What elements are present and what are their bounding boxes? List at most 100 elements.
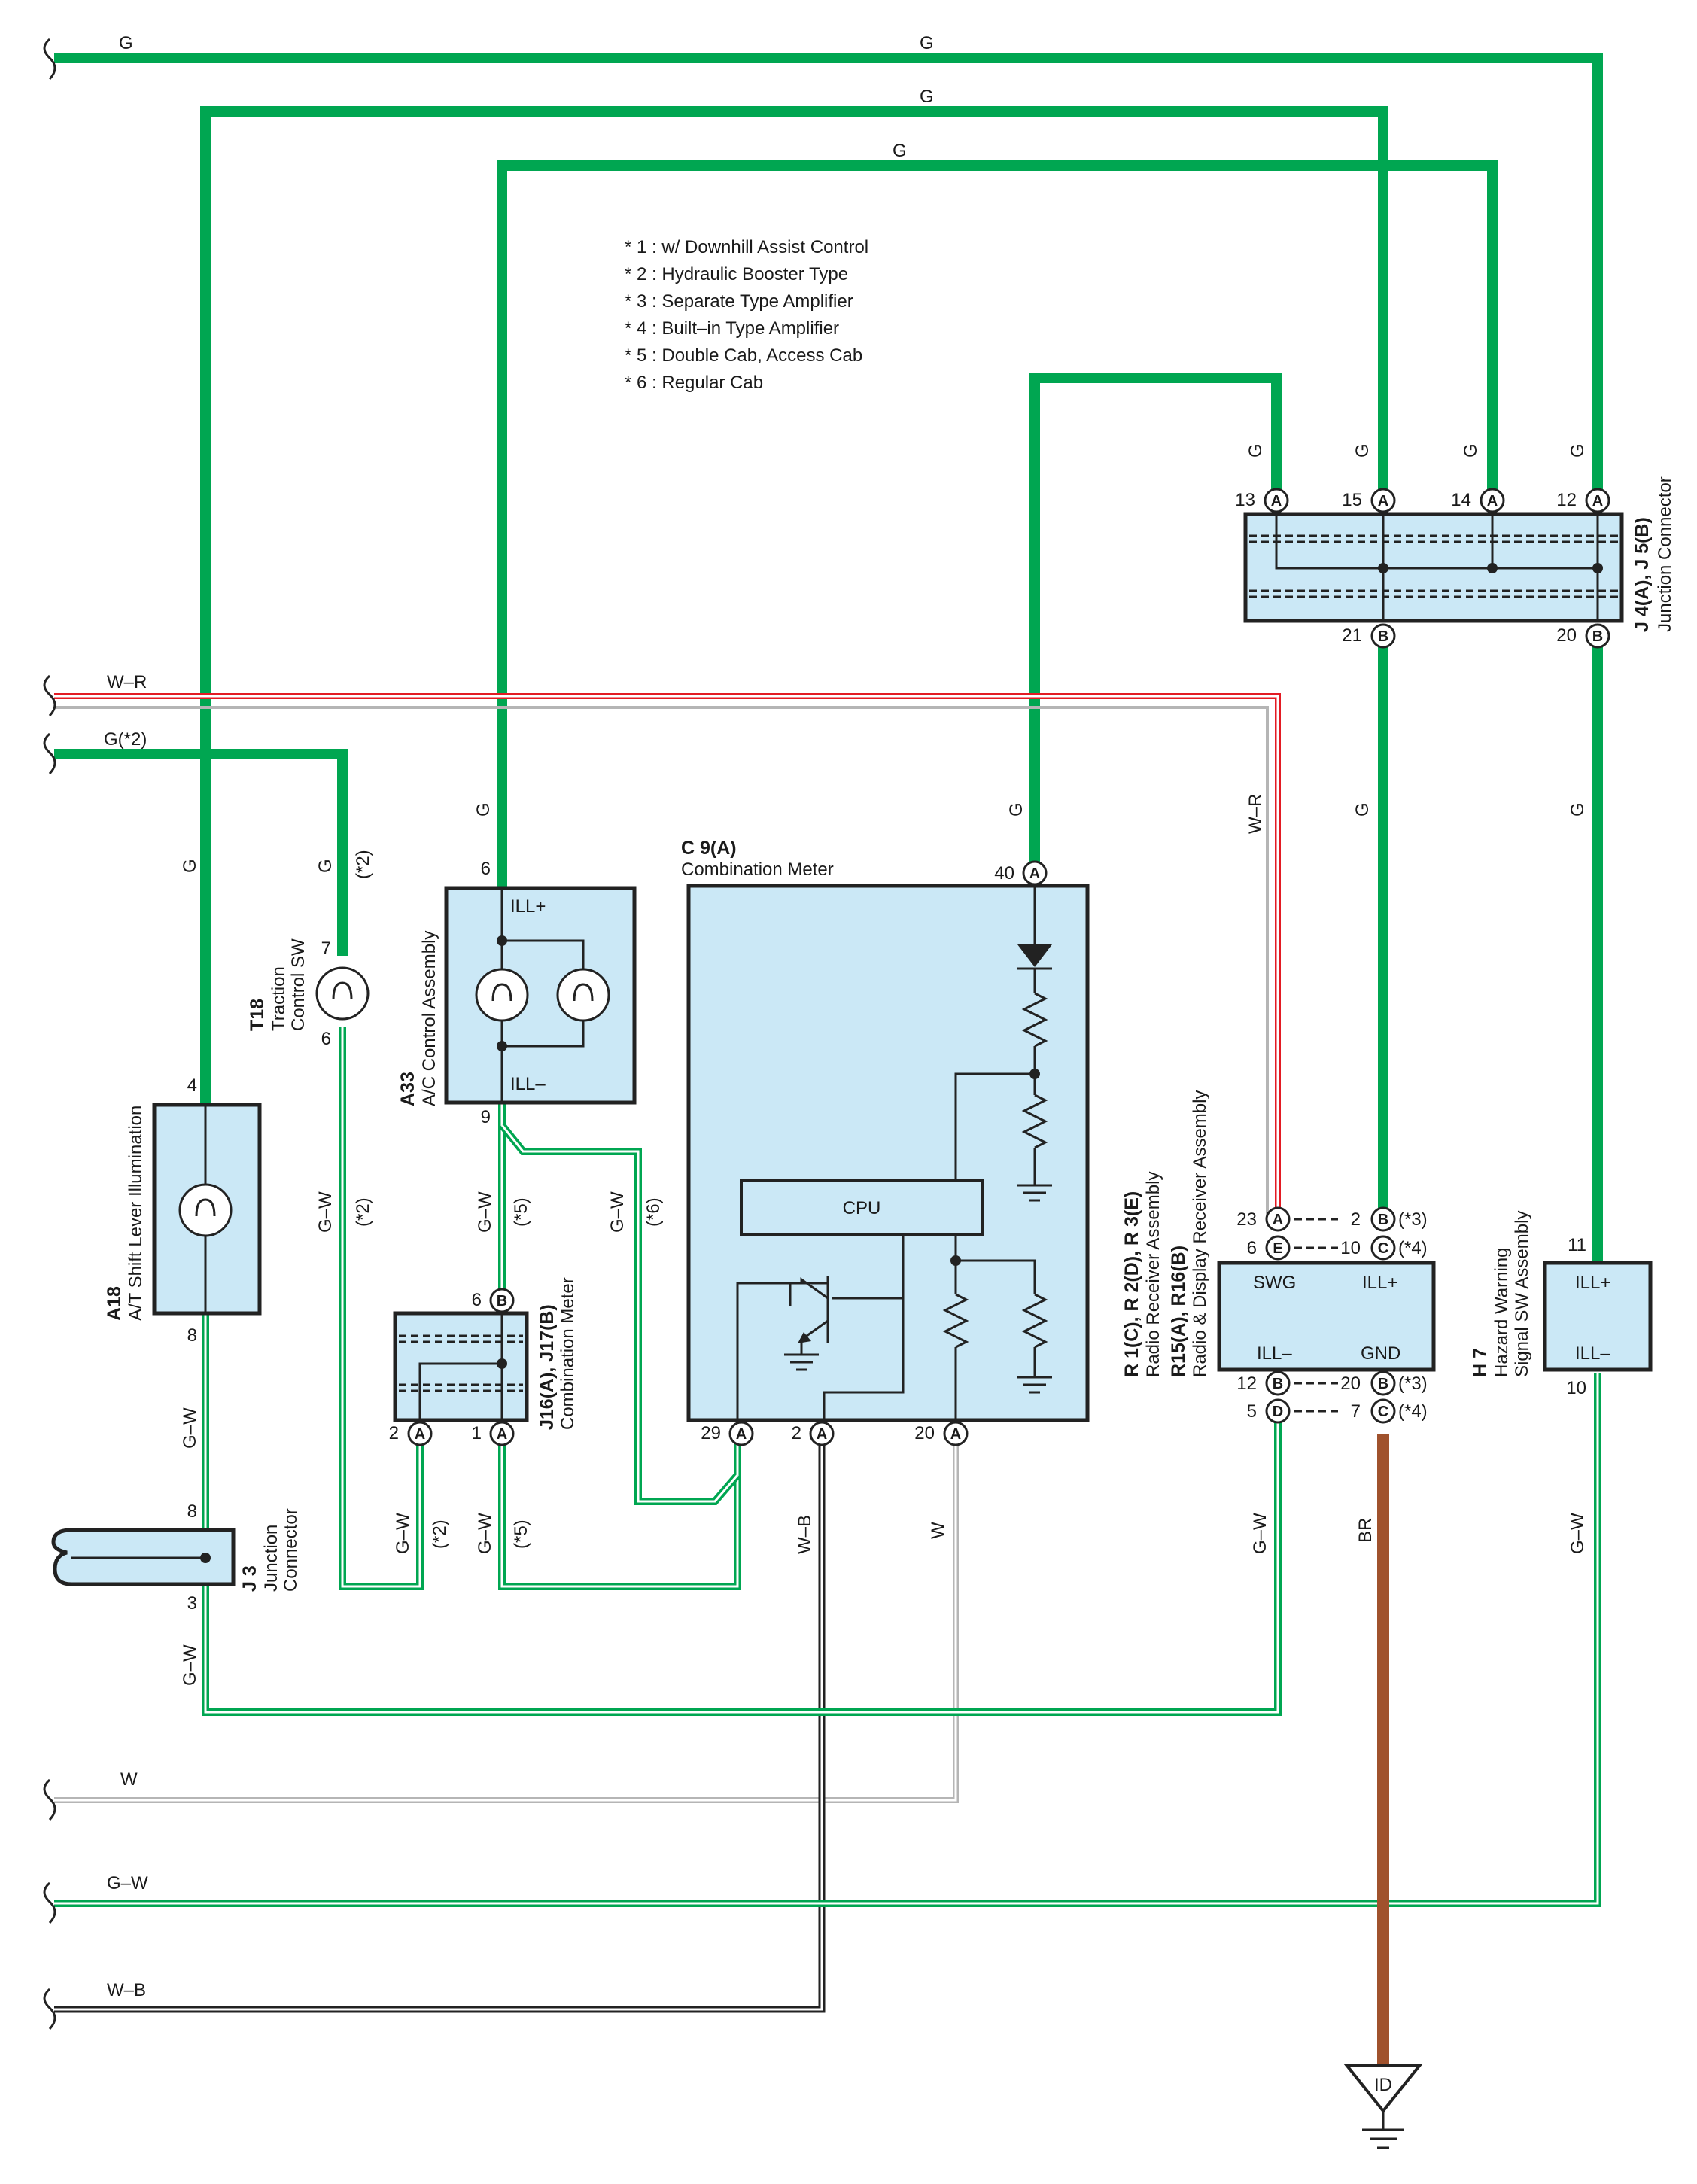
traction-sw-t18: 7 6 T18 Traction Control SW [247,938,370,1049]
wire-label-br: BR [1355,1518,1376,1543]
svg-text:21: 21 [1342,625,1362,646]
shift-lever-bulb [178,1183,233,1237]
wires [54,53,1603,2079]
ac-ill-minus: ILL– [510,1074,546,1094]
wire-label-gw-j16-1: G–W [475,1513,495,1554]
svg-text:D: D [1273,1404,1283,1420]
svg-text:11: 11 [1568,1235,1586,1255]
svg-text:10: 10 [1340,1238,1361,1258]
svg-text:B: B [1592,628,1603,645]
ac-bulb-1 [475,968,529,1022]
wire-g2-traction [54,749,348,956]
traction-name-1: Traction [269,966,289,1031]
pin-j-15 [1370,488,1396,513]
wire-label-g-3: G [920,87,934,107]
svg-text:A: A [1487,493,1498,509]
wire-label-star5-j16: (*5) [511,1519,531,1549]
svg-text:10: 10 [1566,1378,1586,1398]
note-1: * 1 : w/ Downhill Assist Control [625,237,868,257]
pin-j16-b6 [489,1288,515,1313]
diode-symbol [1017,944,1052,967]
wire-label-wr-right: W–R [1245,794,1266,834]
hazard-body [1543,1261,1653,1372]
pin-j-12 [1585,488,1610,513]
radio-gnd: GND [1361,1343,1400,1364]
svg-text:20: 20 [914,1423,935,1443]
svg-text:6: 6 [472,1290,482,1310]
svg-text:B: B [1378,1376,1388,1392]
j3-name-1: Junction [261,1525,281,1592]
svg-text:B: B [1273,1376,1283,1392]
wire-label-g-shift: G [180,859,200,873]
wire-label-g-14: G [1461,443,1481,458]
wire-label-star2-traction: (*2) [353,850,373,879]
traction-name-2: Control SW [288,938,309,1031]
resistor-lower [1021,1094,1048,1149]
j16-j17-body [393,1311,529,1422]
svg-text:3: 3 [187,1593,197,1614]
shift-lever-code: A18 [104,1286,125,1321]
j16-j17-code: J16(A), J17(B) [537,1304,558,1430]
svg-text:20: 20 [1340,1373,1361,1394]
wire-label-g-20: G [1568,802,1588,817]
wire-label-gw-radio: G–W [1250,1513,1270,1554]
svg-text:B: B [497,1293,507,1309]
combination-meter-body [686,884,1090,1422]
svg-text:7: 7 [1351,1401,1361,1422]
wire-g-top-bus [54,53,1603,500]
svg-text:(*3): (*3) [1398,1209,1428,1230]
ac-control-name: A/C Control Assembly [419,931,439,1106]
svg-text:13: 13 [1235,490,1255,510]
radio-name-2: Radio & Display Receiver Assembly [1190,1090,1210,1377]
wire-g-w-j16-meter [498,1434,741,1590]
wire-label-g2: G(*2) [104,729,147,750]
wire-g-meter-40 [1029,373,1282,873]
ac-ill-plus: ILL+ [510,896,546,917]
break-mark-wr [43,674,56,717]
note-5: * 5 : Double Cab, Access Cab [625,345,862,366]
svg-text:12: 12 [1556,490,1577,510]
hazard-code: H 7 [1470,1348,1491,1377]
svg-text:A: A [950,1426,961,1443]
wire-label-g-40: G [1006,802,1026,817]
combination-meter-code: C 9(A) [681,838,737,859]
wire-label-gw-j16-2: G–W [393,1513,413,1554]
svg-text:8: 8 [187,1501,197,1522]
ground-triangle [1343,2064,1423,2114]
svg-text:C: C [1378,1240,1388,1257]
svg-text:2: 2 [792,1423,801,1443]
radio-name-1: Radio Receiver Assembly [1143,1172,1163,1377]
wire-label-gw-j3: G–W [180,1644,200,1686]
pin-radio-d5 [1265,1398,1291,1424]
pin-radio-b20 [1370,1370,1396,1396]
wire-label-gw-traction: G–W [315,1191,336,1233]
pin-c9-40 [1022,860,1048,886]
svg-text:2: 2 [389,1423,399,1443]
wire-g-w-traction [339,1027,424,1590]
ac-control-a33: ILL+ ILL– 6 9 A33 A/C Control Assembly [397,859,637,1127]
wire-w-thin-loop [54,706,1269,1219]
svg-text:14: 14 [1451,490,1471,510]
svg-text:4: 4 [187,1075,197,1096]
shift-lever-a18: 4 8 A18 A/T Shift Lever Illumination [104,1075,262,1346]
j3-name-2: Connector [281,1508,301,1592]
hazard-ill-minus: ILL– [1575,1343,1610,1364]
svg-text:A: A [1592,493,1603,509]
pin-c9-2 [809,1421,835,1446]
wire-label-g-13: G [1245,443,1266,458]
j16-j17-name: Combination Meter [558,1277,578,1430]
junction-j4-j5-name: Junction Connector [1655,476,1675,632]
wire-label-star6: (*6) [643,1197,664,1227]
wire-label-gw-hazard: G–W [1568,1513,1588,1554]
svg-text:23: 23 [1236,1209,1257,1230]
wire-label-g-1: G [119,33,133,53]
pin-radio-a23 [1265,1206,1291,1232]
svg-text:B: B [1378,1212,1388,1228]
break-mark-g [43,38,56,81]
radio-code-1: R 1(C), R 2(D), R 3(E) [1121,1191,1142,1377]
traction-bulb [315,966,370,1021]
radio-ill-plus: ILL+ [1362,1273,1397,1293]
notes-legend: * 1 : w/ Downhill Assist Control * 2 : H… [625,237,868,393]
wire-label-wb-meter: W–B [795,1515,815,1554]
svg-text:(*3): (*3) [1398,1373,1428,1394]
